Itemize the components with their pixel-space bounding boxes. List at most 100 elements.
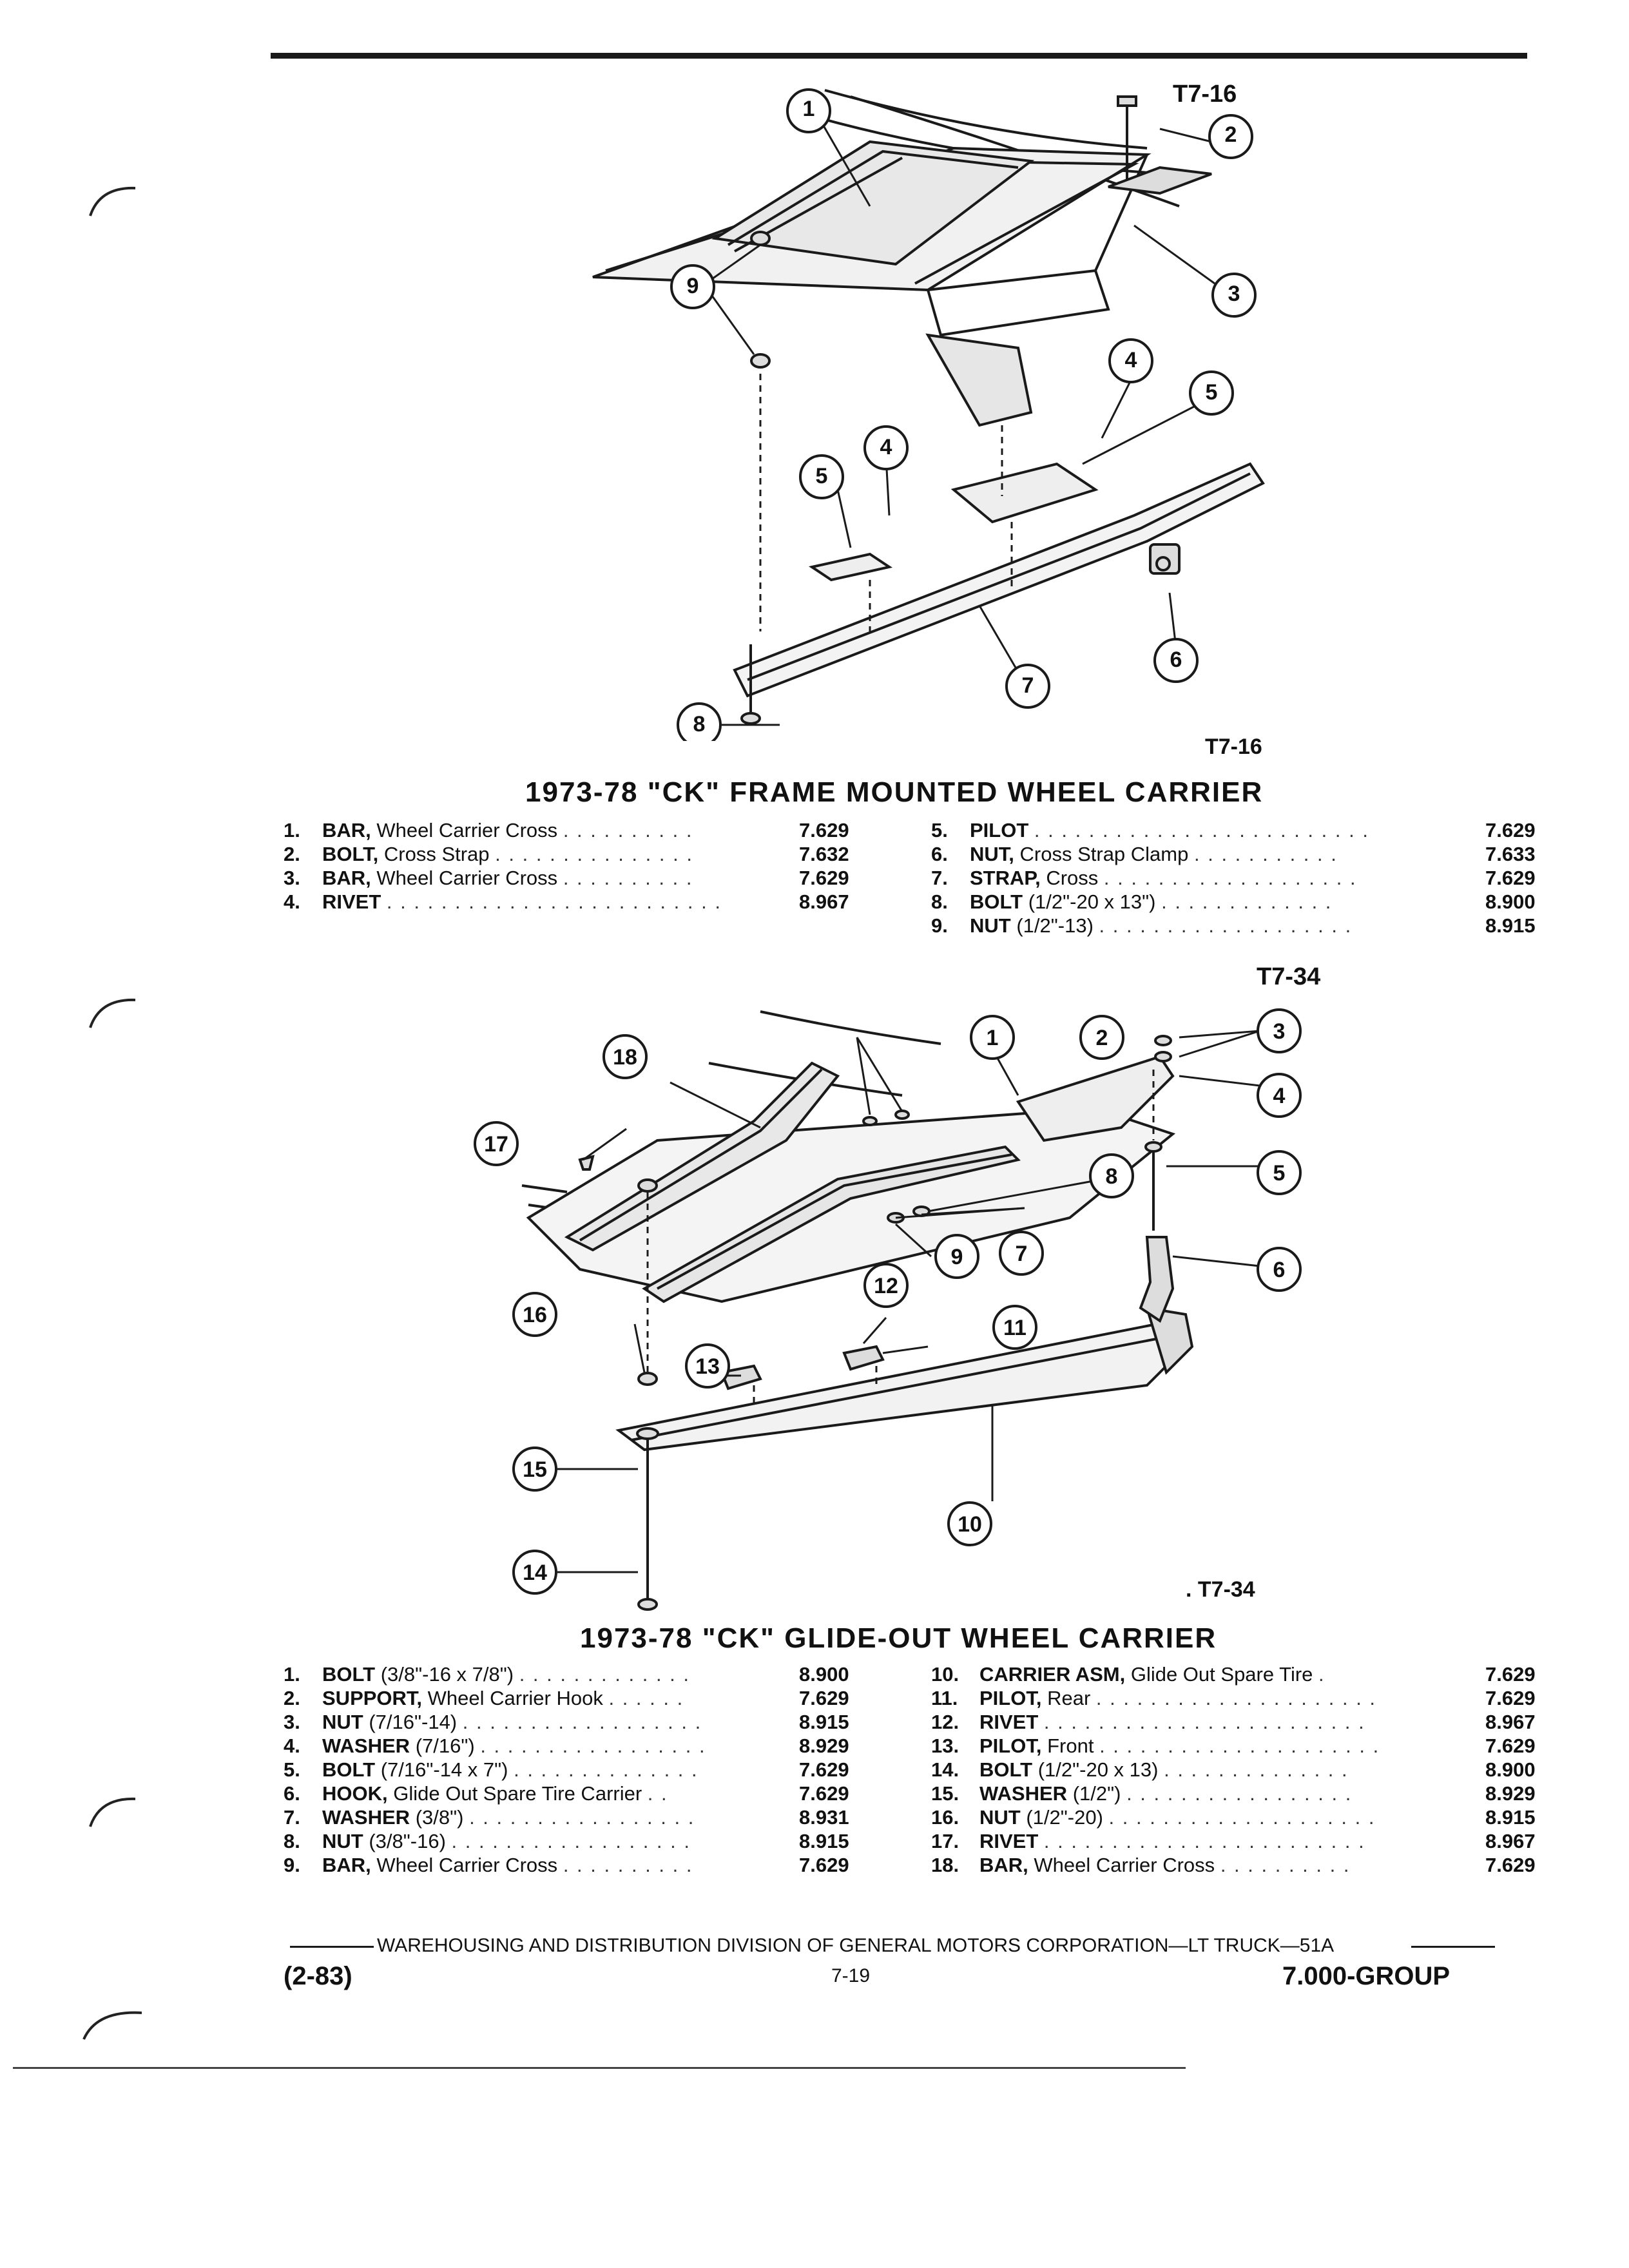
part-name: PILOT, Rear . . . . . . . . . . . . . . … bbox=[979, 1687, 1377, 1709]
part-code: 7.629 bbox=[1485, 1687, 1536, 1709]
parts-row: 8. NUT (3/8"-16) . . . . . . . . . . . .… bbox=[284, 1829, 863, 1853]
footer-rule-left bbox=[290, 1946, 374, 1948]
fig1-callout-3: 3 bbox=[1228, 282, 1240, 306]
parts-row: 9. BAR, Wheel Carrier Cross . . . . . . … bbox=[284, 1853, 863, 1877]
part-desc: Glide Out Spare Tire bbox=[1130, 1663, 1313, 1686]
part-name: PILOT, Front . . . . . . . . . . . . . .… bbox=[979, 1735, 1380, 1757]
part-name: NUT (1/2"-20) . . . . . . . . . . . . . … bbox=[979, 1806, 1376, 1829]
figure1-label-top: T7-16 bbox=[1173, 81, 1237, 108]
part-desc: (1/2") bbox=[1072, 1782, 1121, 1805]
fig2-callout-17: 17 bbox=[484, 1132, 508, 1157]
part-name: HOOK, Glide Out Spare Tire Carrier . . bbox=[322, 1782, 668, 1805]
part-name-bold: STRAP, bbox=[970, 867, 1041, 889]
part-code: 8.900 bbox=[1485, 1758, 1536, 1781]
fig1-callout-1: 1 bbox=[802, 97, 815, 121]
footer-group: 7.000-GROUP bbox=[1282, 1962, 1451, 1990]
parts-row: 3. BAR, Wheel Carrier Cross . . . . . . … bbox=[284, 866, 863, 890]
figure2-title: 1973-78 "CK" GLIDE-OUT WHEEL CARRIER bbox=[580, 1622, 1217, 1654]
parts-row: 6. NUT, Cross Strap Clamp . . . . . . . … bbox=[931, 842, 1550, 866]
part-name-bold: BOLT bbox=[979, 1758, 1033, 1781]
part-name-bold: BAR, bbox=[322, 1854, 371, 1876]
part-name: BAR, Wheel Carrier Cross . . . . . . . .… bbox=[322, 819, 693, 841]
part-name-bold: PILOT, bbox=[979, 1687, 1042, 1709]
part-name-bold: WASHER bbox=[322, 1735, 410, 1757]
part-number: 5. bbox=[931, 819, 948, 841]
part-name-bold: WASHER bbox=[979, 1782, 1068, 1805]
part-name: BOLT (1/2"-20 x 13") . . . . . . . . . .… bbox=[970, 890, 1333, 913]
fig1-callout-8: 8 bbox=[693, 712, 706, 736]
part-name: RIVET . . . . . . . . . . . . . . . . . … bbox=[322, 890, 722, 913]
parts-row: 4. RIVET . . . . . . . . . . . . . . . .… bbox=[284, 890, 863, 914]
part-desc: (1/2"-13) bbox=[1016, 914, 1094, 937]
part-number: 11. bbox=[931, 1687, 958, 1709]
part-name: STRAP, Cross . . . . . . . . . . . . . .… bbox=[970, 867, 1357, 889]
part-number: 2. bbox=[284, 843, 300, 865]
part-name: BAR, Wheel Carrier Cross . . . . . . . .… bbox=[322, 1854, 693, 1876]
part-name: NUT (3/8"-16) . . . . . . . . . . . . . … bbox=[322, 1830, 691, 1852]
part-name-bold: BOLT bbox=[322, 1758, 376, 1781]
part-name: NUT (1/2"-13) . . . . . . . . . . . . . … bbox=[970, 914, 1353, 937]
part-number: 18. bbox=[931, 1854, 959, 1876]
scan-edge-line bbox=[13, 2067, 1186, 2069]
part-desc: (3/8"-16 x 7/8") bbox=[380, 1663, 514, 1686]
fig2-callout-14: 14 bbox=[523, 1561, 547, 1585]
parts-row: 7. WASHER (3/8") . . . . . . . . . . . .… bbox=[284, 1805, 863, 1829]
part-code: 7.629 bbox=[799, 1687, 849, 1709]
part-code: 7.629 bbox=[799, 819, 849, 841]
part-number: 1. bbox=[284, 1663, 300, 1686]
part-code: 7.629 bbox=[799, 1854, 849, 1876]
parts-row: 18. BAR, Wheel Carrier Cross . . . . . .… bbox=[931, 1853, 1550, 1877]
parts-row: 12. RIVET . . . . . . . . . . . . . . . … bbox=[931, 1710, 1550, 1734]
footer-division: WAREHOUSING AND DISTRIBUTION DIVISION OF… bbox=[377, 1935, 1335, 1956]
top-rule bbox=[271, 53, 1527, 59]
part-name: PILOT . . . . . . . . . . . . . . . . . … bbox=[970, 819, 1369, 841]
part-code: 8.900 bbox=[1485, 890, 1536, 913]
figure2-diagram bbox=[474, 1008, 1302, 1611]
part-name: SUPPORT, Wheel Carrier Hook . . . . . . bbox=[322, 1687, 684, 1709]
parts-row: 5. BOLT (7/16"-14 x 7") . . . . . . . . … bbox=[284, 1758, 863, 1782]
part-number: 1. bbox=[284, 819, 300, 841]
footer-page-number: 7-19 bbox=[831, 1965, 871, 1986]
part-number: 4. bbox=[284, 890, 300, 913]
figure1-diagram bbox=[592, 88, 1265, 741]
part-desc: Cross Strap bbox=[383, 843, 490, 865]
parts-row: 17. RIVET . . . . . . . . . . . . . . . … bbox=[931, 1829, 1550, 1853]
part-desc: (1/2"-20 x 13) bbox=[1037, 1758, 1159, 1781]
parts-row: 2. SUPPORT, Wheel Carrier Hook . . . . .… bbox=[284, 1686, 863, 1710]
part-code: 8.929 bbox=[799, 1735, 849, 1757]
part-number: 3. bbox=[284, 867, 300, 889]
part-name-bold: BOLT bbox=[970, 890, 1023, 913]
part-desc: Cross Strap Clamp bbox=[1019, 843, 1189, 865]
part-name-bold: BAR, bbox=[322, 867, 371, 889]
part-number: 15. bbox=[931, 1782, 959, 1805]
part-name-bold: BOLT bbox=[322, 1663, 376, 1686]
fig2-callout-2: 2 bbox=[1095, 1026, 1108, 1050]
footer-rule-right bbox=[1411, 1946, 1495, 1948]
part-number: 9. bbox=[284, 1854, 300, 1876]
fig1-callout-4-right: 4 bbox=[1124, 348, 1137, 372]
part-code: 7.633 bbox=[1485, 843, 1536, 865]
part-desc: (1/2"-20 x 13") bbox=[1028, 890, 1156, 913]
parts-row: 8. BOLT (1/2"-20 x 13") . . . . . . . . … bbox=[931, 890, 1550, 914]
part-name: WASHER (7/16") . . . . . . . . . . . . .… bbox=[322, 1735, 706, 1757]
part-code: 7.629 bbox=[1485, 867, 1536, 889]
parts-row: 16. NUT (1/2"-20) . . . . . . . . . . . … bbox=[931, 1805, 1550, 1829]
part-code: 7.629 bbox=[1485, 819, 1536, 841]
part-number: 13. bbox=[931, 1735, 959, 1757]
parts-row: 1. BAR, Wheel Carrier Cross . . . . . . … bbox=[284, 818, 863, 842]
parts-row: 7. STRAP, Cross . . . . . . . . . . . . … bbox=[931, 866, 1550, 890]
part-code: 8.915 bbox=[799, 1711, 849, 1733]
binder-mark-4 bbox=[82, 2011, 142, 2040]
part-desc: Glide Out Spare Tire Carrier bbox=[393, 1782, 642, 1805]
part-desc: Wheel Carrier Cross bbox=[376, 819, 558, 841]
part-code: 7.629 bbox=[1485, 1735, 1536, 1757]
parts-row: 13. PILOT, Front . . . . . . . . . . . .… bbox=[931, 1734, 1550, 1758]
parts-row: 6. HOOK, Glide Out Spare Tire Carrier . … bbox=[284, 1782, 863, 1805]
fig2-callout-16: 16 bbox=[523, 1303, 547, 1327]
part-number: 5. bbox=[284, 1758, 300, 1781]
binder-mark-3 bbox=[89, 1797, 136, 1827]
part-number: 3. bbox=[284, 1711, 300, 1733]
part-name: RIVET . . . . . . . . . . . . . . . . . … bbox=[979, 1711, 1365, 1733]
fig2-callout-11: 11 bbox=[1003, 1316, 1027, 1340]
fig2-callout-4: 4 bbox=[1273, 1084, 1286, 1108]
